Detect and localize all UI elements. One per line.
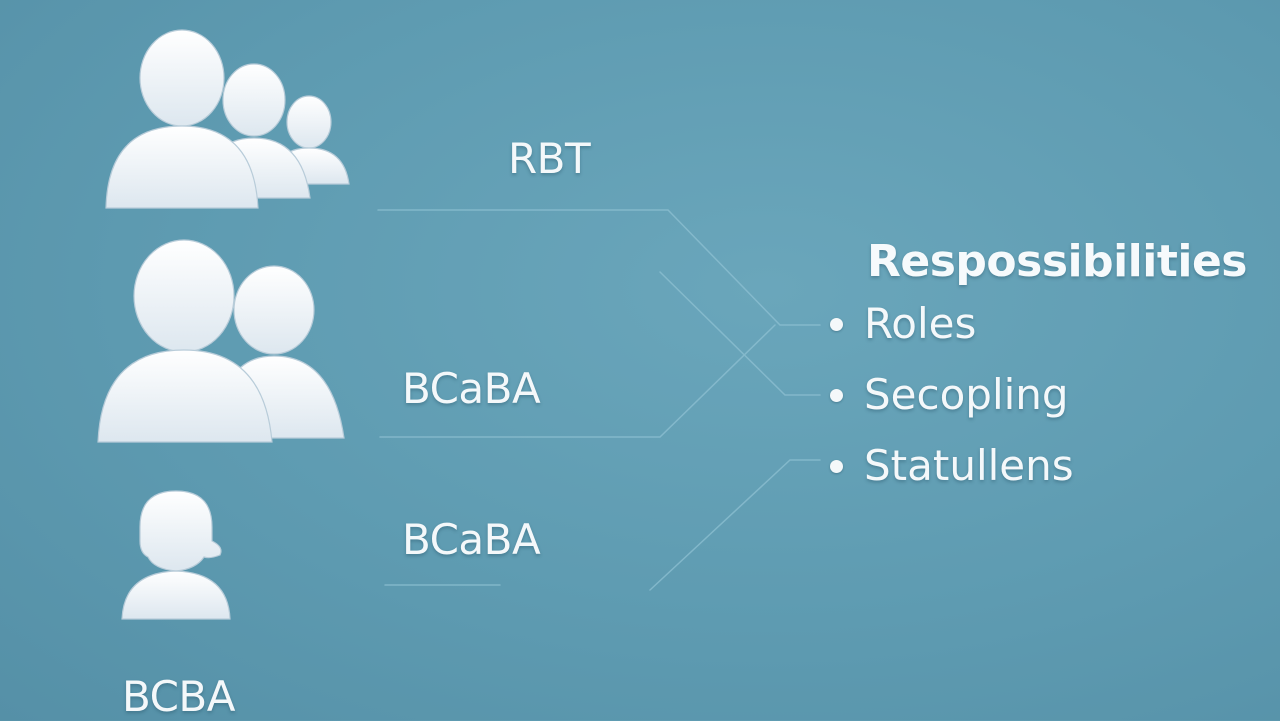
responsibilities-list: Roles Secopling Statullens <box>828 296 1074 509</box>
list-item: Statullens <box>828 438 1074 509</box>
people-group-icon <box>104 29 354 215</box>
connector-rbt <box>377 209 821 326</box>
responsibility-label: Statullens <box>864 441 1074 490</box>
bullet-icon <box>830 318 843 331</box>
list-item: Secopling <box>828 367 1074 438</box>
responsibility-label: Roles <box>864 299 977 348</box>
role-label-bcaba-1: BCaBA <box>402 364 541 413</box>
responsibilities-title: Respossibilities <box>867 236 1248 287</box>
connector-bcaba-2 <box>659 271 821 396</box>
list-item: Roles <box>828 296 1074 367</box>
person-icon <box>120 487 232 622</box>
bullet-icon <box>830 389 843 402</box>
bullet-icon <box>830 460 843 473</box>
role-label-rbt: RBT <box>508 134 591 183</box>
role-label-bcba: BCBA <box>122 672 235 721</box>
role-label-bcaba-2: BCaBA <box>402 515 541 564</box>
people-pair-icon <box>96 238 346 450</box>
responsibility-label: Secopling <box>864 370 1069 419</box>
connector-bcaba-1 <box>379 324 776 438</box>
connector-bcaba-3 <box>384 459 821 591</box>
